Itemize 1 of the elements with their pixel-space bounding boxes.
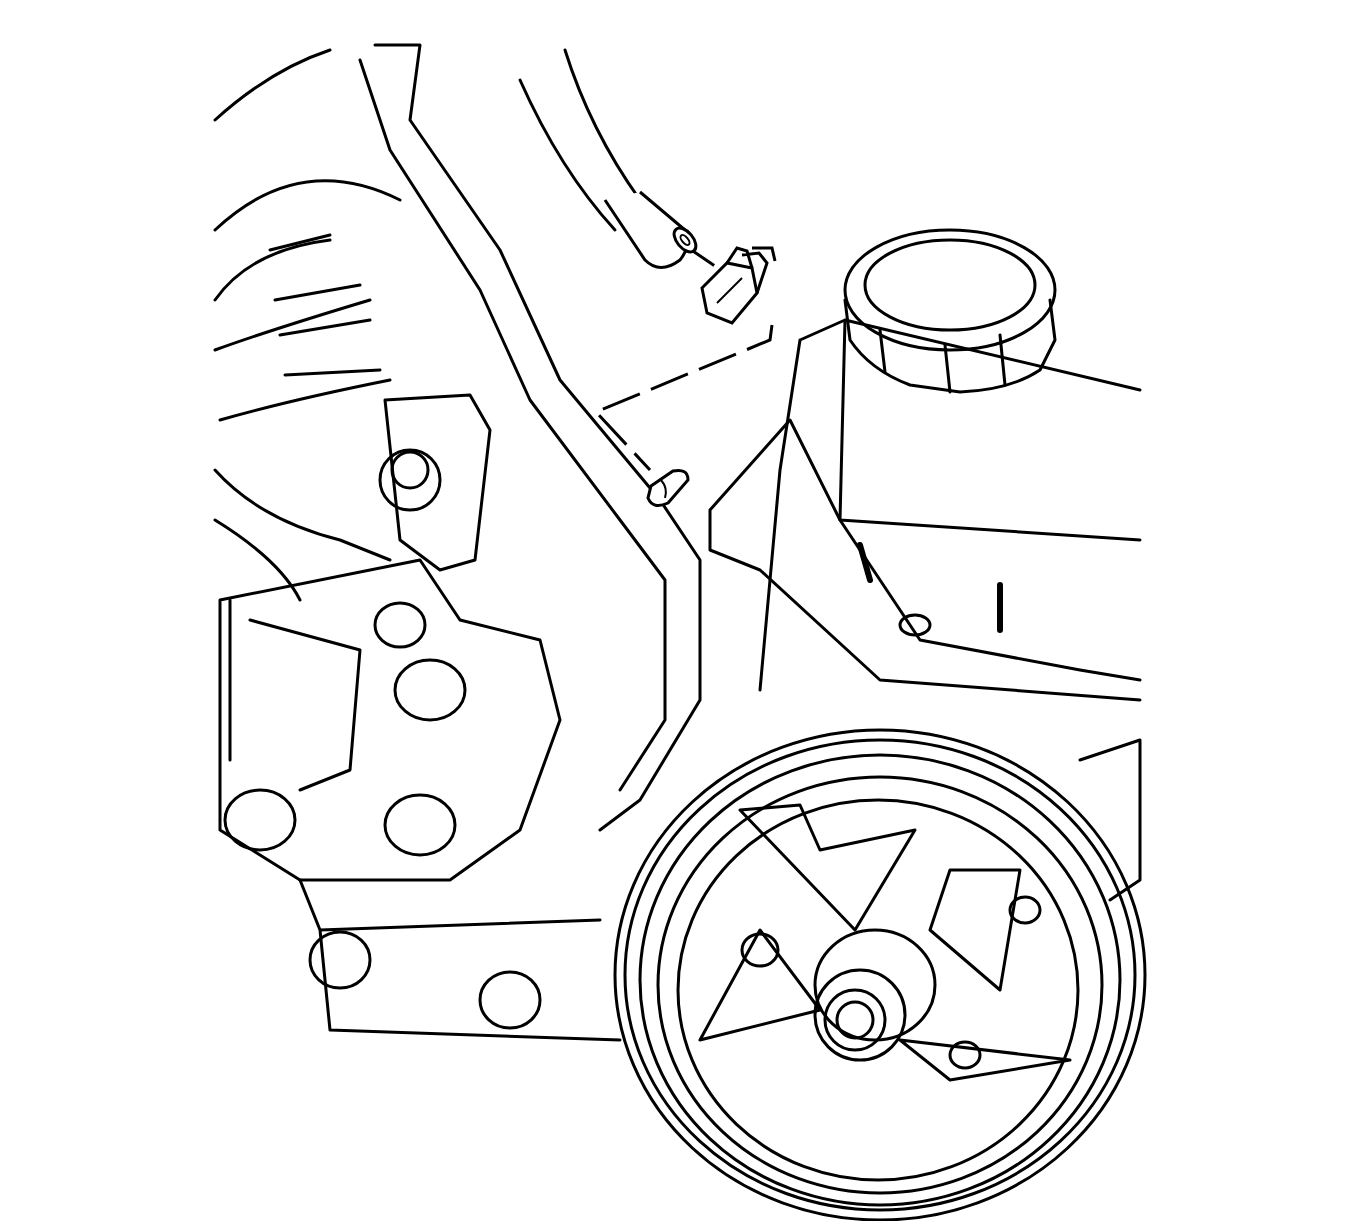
hose-clamp-drawing bbox=[697, 243, 777, 328]
